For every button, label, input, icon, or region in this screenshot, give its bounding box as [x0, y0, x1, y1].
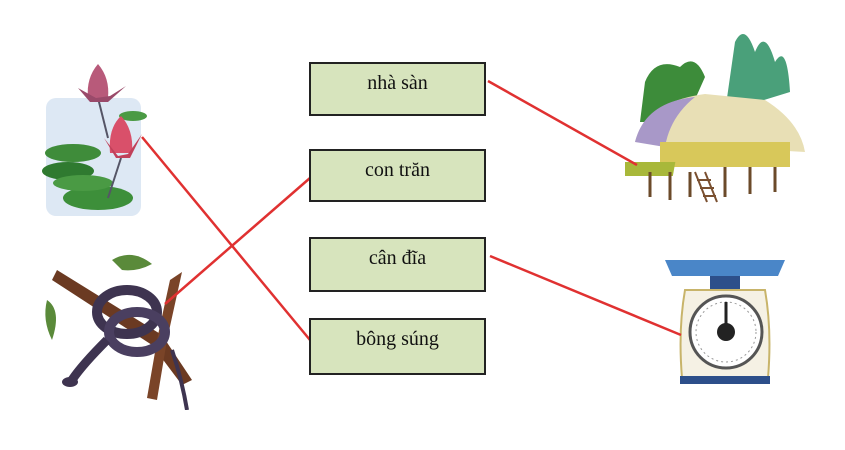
scale-icon	[665, 260, 785, 384]
word-label: cân đĩa	[368, 247, 427, 269]
stilt-house-icon	[625, 34, 805, 203]
line-water-lily-to-bong-sung	[141, 136, 311, 341]
word-box-nha-san[interactable]: nhà sàn	[309, 62, 486, 116]
word-box-bong-sung[interactable]: bông súng	[309, 318, 486, 375]
line-python-to-con-tran	[164, 177, 311, 305]
snake-icon	[45, 254, 192, 410]
line-can-dia-to-scale	[489, 254, 682, 337]
word-label: bông súng	[356, 328, 439, 350]
word-label: con trăn	[365, 159, 430, 181]
word-box-con-tran[interactable]: con trăn	[309, 149, 486, 202]
line-nha-san-to-stilt-house	[487, 79, 638, 167]
water-lily-icon	[42, 64, 147, 216]
word-box-can-dia[interactable]: cân đĩa	[309, 237, 486, 292]
word-label: nhà sàn	[367, 72, 428, 94]
